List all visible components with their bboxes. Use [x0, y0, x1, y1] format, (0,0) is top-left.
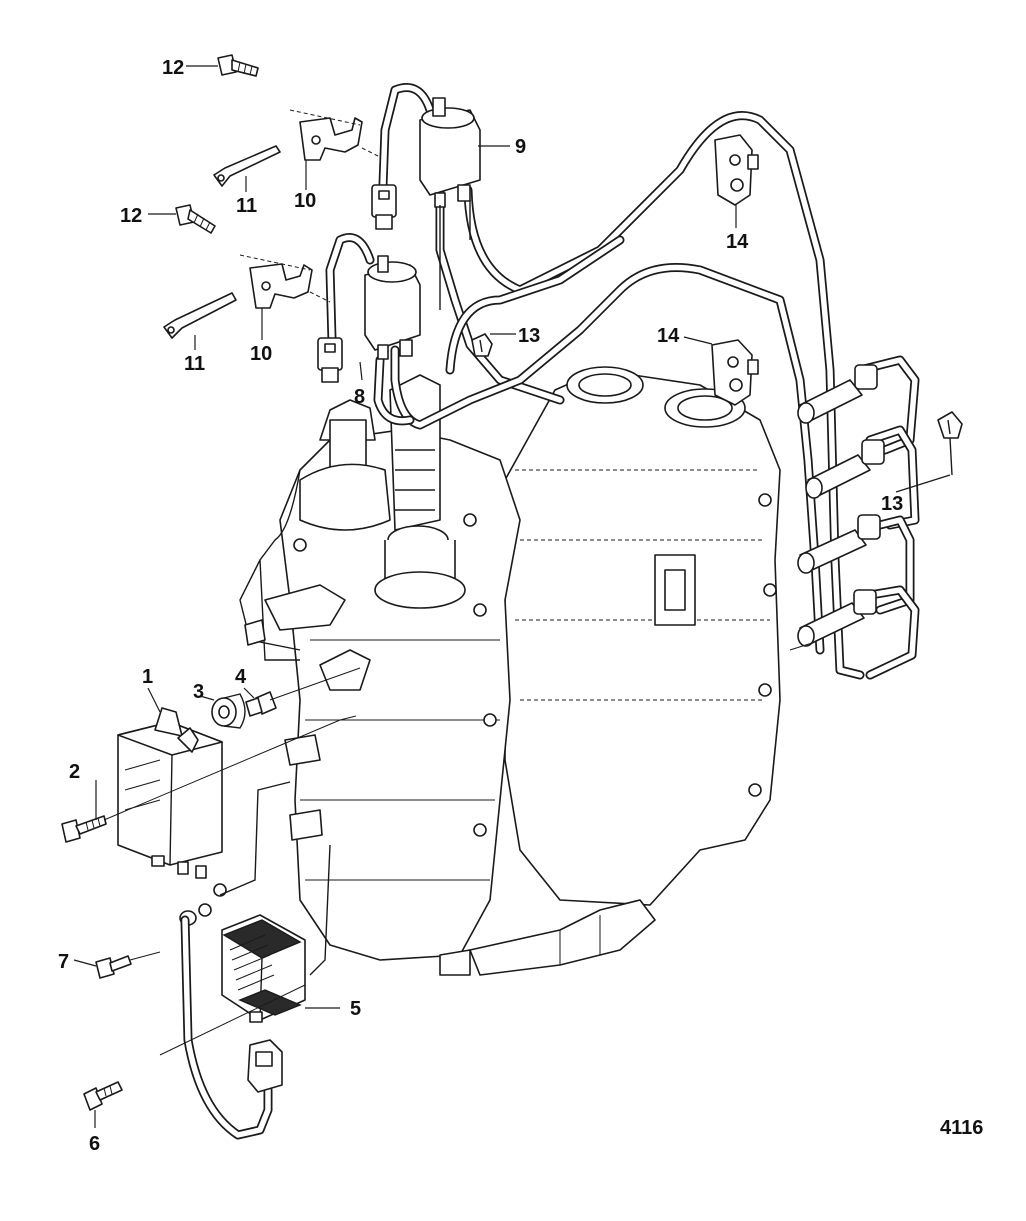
leader-lines [73, 65, 951, 1128]
callout-13-right: 13 [881, 493, 903, 515]
cdi-unit [117, 707, 223, 879]
bolt-middle [175, 204, 216, 234]
clamp-upper [714, 134, 759, 206]
callout-13-center: 13 [518, 325, 540, 347]
callout-4: 4 [235, 666, 247, 688]
callout-11-upper: 11 [236, 195, 257, 217]
callout-7: 7 [58, 951, 69, 973]
callout-9: 9 [515, 136, 526, 158]
spark-plug-cap-1 [797, 364, 878, 424]
clip-center [471, 333, 493, 357]
screw-cdi [61, 815, 107, 843]
callout-2: 2 [69, 761, 80, 783]
spark-plug-cap-2 [805, 439, 885, 499]
bolt-harness [83, 1081, 123, 1111]
spark-plug-cap-4 [797, 589, 877, 647]
callout-10-upper: 10 [294, 190, 316, 212]
ignition-coil-upper [371, 97, 481, 310]
callout-3: 3 [193, 681, 204, 703]
bolt-rectifier [95, 955, 132, 979]
grommet [211, 693, 246, 729]
strap-lower [163, 292, 237, 339]
strap-upper [213, 145, 281, 187]
coil-bracket-upper [289, 109, 379, 161]
clip-right [937, 411, 963, 476]
callout-5: 5 [350, 998, 361, 1020]
callout-12-upper: 12 [162, 57, 184, 79]
callout-8: 8 [354, 386, 365, 408]
callout-14-lower: 14 [657, 325, 680, 347]
engine-block [239, 366, 781, 976]
callout-1: 1 [142, 666, 153, 688]
spark-plug-cap-3 [797, 514, 881, 574]
ignition-coil-lower [317, 255, 421, 383]
callout-12-middle: 12 [120, 205, 142, 227]
clamp-lower [711, 339, 759, 406]
coil-bracket-lower [239, 254, 331, 309]
callout-11-lower: 11 [184, 353, 205, 375]
collar [245, 691, 277, 717]
callout-6: 6 [89, 1133, 100, 1155]
figure-id: 4116 [940, 1117, 983, 1139]
wiring-harness [180, 781, 331, 1140]
callout-14-upper: 14 [726, 231, 749, 253]
callout-10-lower: 10 [250, 343, 272, 365]
rectifier-regulator [221, 914, 306, 1023]
bolt-upper [217, 54, 259, 77]
